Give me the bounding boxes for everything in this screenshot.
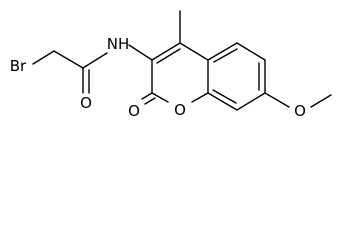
methoxy-oxygen-label: O (294, 102, 306, 120)
structure-diagram: Br NH O O O O (10, 10, 332, 120)
bond-ch2-carbonyl (53, 50, 84, 69)
bond-c3-c4 (151, 42, 181, 61)
amide-nitrogen-label: NH (107, 35, 130, 53)
bond-c2-o-double-b (144, 97, 156, 105)
bond-c2-ring-o (151, 92, 169, 103)
bond-c4a-c5-double (213, 48, 238, 63)
bond-c8-c8a (207, 92, 238, 111)
amide-oxygen-atom: O (80, 94, 92, 112)
bond-c4-c4a (179, 42, 209, 61)
bond-br-ch2 (32, 50, 55, 65)
bond-nh-c3 (128, 44, 153, 61)
bond-carbonyl-nh (82, 52, 108, 69)
ring-oxygen-atom: O (174, 101, 186, 119)
bond-c4a-c5 (207, 42, 238, 61)
ring-oxygen-label: O (174, 101, 186, 119)
amide-oxygen-label: O (80, 94, 92, 112)
bonds (32, 10, 332, 111)
bond-c7-methoxy-o (264, 92, 290, 108)
molecule-drawing: Br NH O O O O (10, 10, 332, 120)
bond-c3-c4-double (156, 48, 181, 64)
bond-c5-c6 (236, 42, 266, 61)
bond-c2-o-double-a (141, 92, 153, 100)
bond-c7-c8 (236, 92, 266, 111)
bromine-atom: Br (10, 57, 27, 75)
bond-methoxy-o-ch3 (310, 94, 332, 108)
atom-labels: Br NH O O O O (10, 35, 306, 120)
lactone-carbonyl-oxygen-atom: O (128, 102, 140, 120)
bromine-label: Br (10, 57, 27, 75)
lactone-carbonyl-oxygen-label: O (128, 102, 140, 120)
methoxy-oxygen-atom: O (294, 102, 306, 120)
amide-nitrogen-atom: NH (107, 35, 130, 53)
bond-ring-o-c8a (191, 92, 209, 103)
bond-c8-c8a-double (212, 89, 237, 104)
